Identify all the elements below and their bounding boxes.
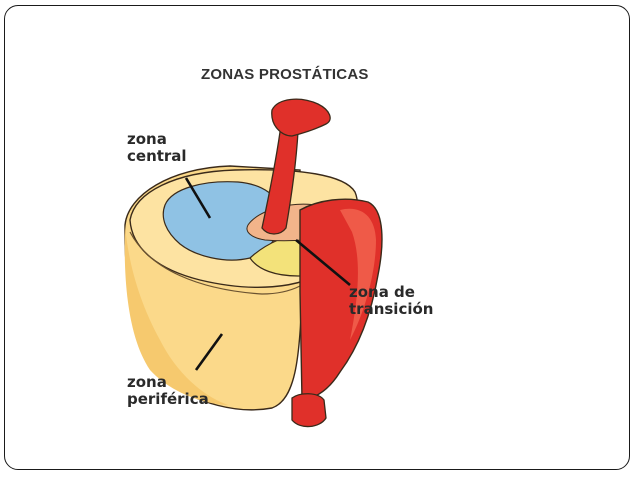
label-zona-transicion: zona de transición bbox=[349, 283, 434, 318]
peripheral-division bbox=[129, 231, 301, 295]
pointer-transicion bbox=[295, 239, 351, 286]
pointer-central bbox=[184, 177, 212, 219]
label-zona-central: zona central bbox=[127, 130, 187, 165]
urethra-exit bbox=[291, 393, 327, 428]
peripheral-zone-side bbox=[124, 225, 228, 405]
label-zona-periferica: zona periférica bbox=[127, 373, 209, 408]
urethra-tube bbox=[261, 131, 299, 235]
pointer-periferica bbox=[194, 333, 224, 371]
stroma-highlight bbox=[340, 208, 376, 340]
urethra-top bbox=[271, 98, 331, 137]
slide-title: ZONAS PROSTÁTICAS bbox=[201, 66, 369, 83]
